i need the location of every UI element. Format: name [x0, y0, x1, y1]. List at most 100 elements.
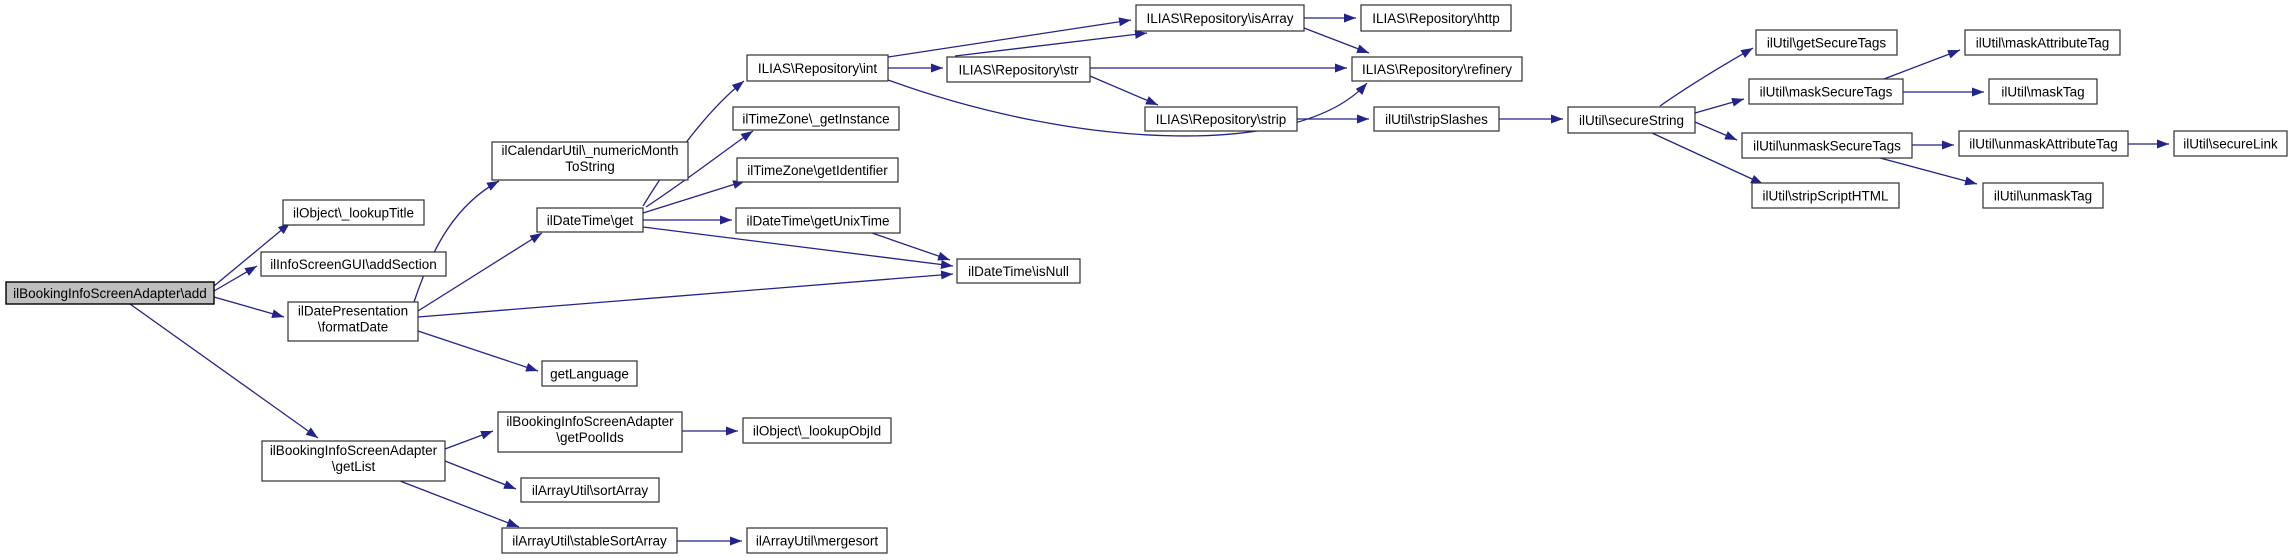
node-get[interactable]: ilDateTime\get — [536, 207, 644, 233]
node-maskSecureTags[interactable]: ilUtil\maskSecureTags — [1748, 78, 1904, 105]
node-stripScriptHTML[interactable]: ilUtil\stripScriptHTML — [1751, 182, 1900, 209]
node-label: ilUtil\stripScriptHTML — [1762, 188, 1889, 203]
node-add: ilBookingInfoScreenAdapter\add — [5, 281, 215, 305]
node-label: \getList — [332, 459, 376, 474]
node-label: ilUtil\unmaskAttributeTag — [1969, 136, 2118, 151]
edge-formatDate-isNull — [417, 270, 954, 318]
edge-getList-stableSortArray — [399, 480, 520, 528]
node-label: ilDateTime\getUnixTime — [746, 213, 889, 228]
node-label: ILIAS\Repository\refinery — [1362, 62, 1512, 77]
node-label: ilArrayUtil\mergesort — [756, 533, 879, 548]
node-getIdentifier[interactable]: ilTimeZone\getIdentifier — [736, 157, 899, 183]
node-getUnixTime[interactable]: ilDateTime\getUnixTime — [735, 207, 901, 234]
node-unmaskTag[interactable]: ilUtil\unmaskTag — [1982, 182, 2104, 209]
node-sortArray[interactable]: ilArrayUtil\sortArray — [520, 477, 660, 503]
node-label: ilUtil\maskTag — [2001, 84, 2084, 99]
edge-maskSecureTags-maskAttributeTag — [1883, 49, 1961, 80]
edge-getUnixTime-isNull — [871, 232, 951, 261]
node-getLanguage[interactable]: getLanguage — [541, 360, 638, 387]
edge-add-formatDate — [213, 296, 285, 319]
node-label: ilInfoScreenGUI\addSection — [270, 257, 437, 272]
node-isArray[interactable]: ILIAS\Repository\isArray — [1135, 4, 1305, 32]
node-formatDate[interactable]: ilDatePresentation\formatDate — [287, 301, 419, 342]
node-label: ilArrayUtil\stableSortArray — [512, 533, 667, 548]
node-getList[interactable]: ilBookingInfoScreenAdapter\getList — [261, 440, 446, 482]
edge-str-isArray — [954, 29, 1148, 57]
node-label: ilUtil\stripSlashes — [1385, 112, 1488, 127]
edge-add-getList — [129, 303, 319, 439]
edge-formatDate-getLanguage — [417, 330, 539, 372]
node-label: ilUtil\unmaskTag — [1994, 188, 2092, 203]
node-label: getLanguage — [550, 366, 629, 381]
edge-get-int — [642, 80, 745, 207]
edge-secureString-maskSecureTags — [1694, 97, 1745, 114]
node-label: ilUtil\maskSecureTags — [1760, 84, 1893, 99]
node-lookupTitle[interactable]: ilObject\_lookupTitle — [282, 199, 425, 226]
node-label: ILIAS\Repository\http — [1372, 11, 1500, 26]
node-addSection[interactable]: ilInfoScreenGUI\addSection — [260, 251, 447, 277]
node-int[interactable]: ILIAS\Repository\int — [746, 54, 889, 82]
node-label: \getPoolIds — [556, 430, 624, 445]
node-label: ilUtil\maskAttributeTag — [1976, 35, 2110, 50]
node-maskAttributeTag[interactable]: ilUtil\maskAttributeTag — [1964, 29, 2121, 56]
node-unmaskSecureTags[interactable]: ilUtil\unmaskSecureTags — [1741, 132, 1913, 159]
edge-formatDate-get — [417, 232, 543, 312]
edge-getList-sortArray — [444, 460, 517, 490]
node-lookupObjId[interactable]: ilObject\_lookupObjId — [742, 417, 892, 444]
node-secureLink[interactable]: ilUtil\secureLink — [2173, 130, 2288, 157]
node-label: ilObject\_lookupObjId — [753, 423, 881, 438]
node-label: ilUtil\secureLink — [2183, 136, 2278, 151]
edge-unmaskSecureTags-unmaskTag — [1879, 157, 1978, 186]
node-getSecureTags[interactable]: ilUtil\getSecureTags — [1755, 29, 1898, 56]
node-label: ilDateTime\isNull — [968, 264, 1069, 279]
node-label: ilBookingInfoScreenAdapter — [270, 443, 438, 458]
edge-str-strip — [1089, 75, 1159, 106]
node-label: ilObject\_lookupTitle — [293, 205, 414, 220]
node-stableSortArray[interactable]: ilArrayUtil\stableSortArray — [501, 527, 678, 554]
edge-int-isArray — [887, 17, 1132, 58]
edge-add-lookupTitle — [213, 222, 291, 287]
node-mergesort[interactable]: ilArrayUtil\mergesort — [746, 527, 888, 554]
node-label: ilBookingInfoScreenAdapter — [506, 414, 674, 429]
node-str[interactable]: ILIAS\Repository\str — [946, 56, 1091, 83]
node-label: ilBookingInfoScreenAdapter\add — [13, 286, 207, 301]
edge-get-getIdentifier — [642, 180, 746, 214]
edge-isArray-refinery — [1303, 27, 1370, 54]
node-label: ilDateTime\get — [547, 213, 634, 228]
node-label: ILIAS\Repository\str — [958, 62, 1079, 77]
node-label: ilUtil\unmaskSecureTags — [1753, 138, 1901, 153]
node-label: ilTimeZone\_getInstance — [742, 111, 889, 126]
node-label: ilCalendarUtil\_numericMonth — [501, 143, 678, 158]
node-getPoolIds[interactable]: ilBookingInfoScreenAdapter\getPoolIds — [497, 411, 683, 453]
edge-int-refinery — [887, 79, 1368, 137]
node-label: ilUtil\getSecureTags — [1767, 35, 1887, 50]
edge-get-getInstance — [645, 130, 754, 208]
node-maskTag[interactable]: ilUtil\maskTag — [1988, 78, 2098, 105]
edge-add-addSection — [213, 265, 258, 292]
edge-secureString-getSecureTags — [1659, 47, 1754, 107]
node-strip[interactable]: ILIAS\Repository\strip — [1144, 106, 1298, 132]
node-refinery[interactable]: ILIAS\Repository\refinery — [1351, 56, 1523, 82]
node-http[interactable]: ILIAS\Repository\http — [1360, 4, 1512, 32]
node-unmaskAttributeTag[interactable]: ilUtil\unmaskAttributeTag — [1958, 130, 2129, 157]
node-label: ILIAS\Repository\strip — [1156, 112, 1287, 127]
edge-secureString-stripScriptHTML — [1651, 132, 1764, 185]
node-getInstance[interactable]: ilTimeZone\_getInstance — [732, 106, 900, 131]
node-label: ToString — [565, 159, 615, 174]
edge-get-isNull — [642, 226, 954, 269]
node-label: ilTimeZone\getIdentifier — [747, 163, 888, 178]
edge-getList-getPoolIds — [444, 430, 494, 450]
node-label: ilUtil\secureString — [1579, 113, 1684, 128]
node-label: ILIAS\Repository\int — [758, 61, 878, 76]
node-label: ilArrayUtil\sortArray — [532, 483, 649, 498]
node-stripSlashes[interactable]: ilUtil\stripSlashes — [1373, 106, 1500, 132]
node-label: \formatDate — [318, 319, 389, 334]
edge-secureString-unmaskSecureTags — [1694, 121, 1738, 141]
edge-formatDate-numericMonthToString — [413, 180, 500, 303]
node-label: ILIAS\Repository\isArray — [1146, 11, 1293, 26]
node-isNull[interactable]: ilDateTime\isNull — [956, 258, 1081, 284]
node-secureString[interactable]: ilUtil\secureString — [1567, 106, 1696, 134]
